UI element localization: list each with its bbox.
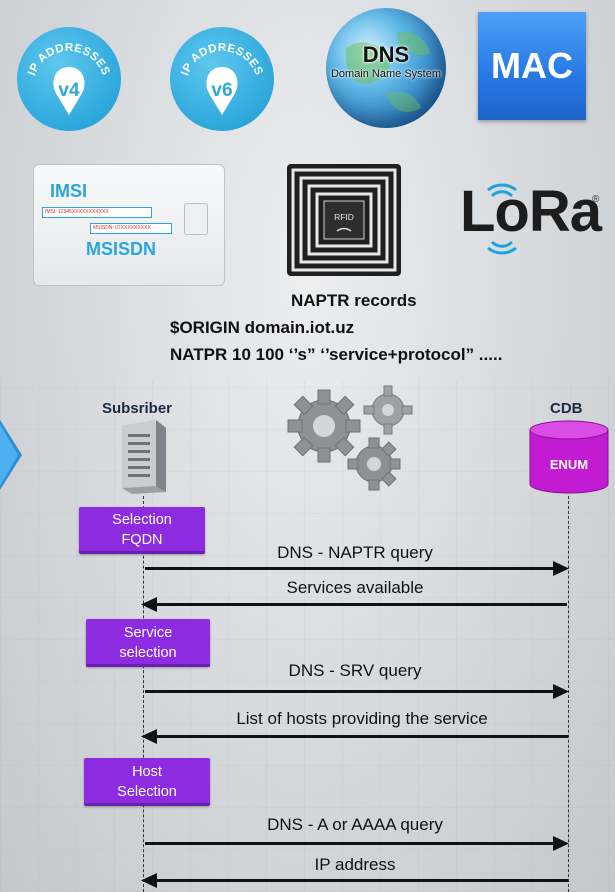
- ipv6-address-icon: IP ADDRESSES v6: [170, 27, 274, 131]
- step-line1: Selection: [112, 512, 172, 528]
- lora-text: LoRa: [460, 179, 602, 244]
- step-host-selection: Host Selection: [84, 758, 210, 806]
- step-line2: Selection: [117, 784, 177, 800]
- message-arrow-left: [154, 603, 567, 606]
- sim-msisdn-value: MSISDN: 07XXXXXXXXX: [90, 223, 172, 234]
- enum-database-icon: [529, 420, 609, 494]
- sim-msisdn-label: MSISDN: [86, 239, 157, 259]
- side-chevron-icon[interactable]: [0, 420, 22, 490]
- arrowhead-left-icon: [141, 597, 157, 612]
- step-line2: FQDN: [121, 532, 163, 548]
- ipv6-pin-text: v6: [211, 80, 233, 101]
- dns-title: DNS: [362, 42, 410, 67]
- sim-card-icon: IMSI IMSI: 12345XXXXXXXXXXX MSISDN: 07XX…: [33, 164, 225, 286]
- naptr-title: NAPTR records: [291, 291, 417, 310]
- message-label: IP address: [314, 855, 396, 874]
- message-label: DNS - SRV query: [288, 661, 422, 680]
- step-service-selection: Service selection: [86, 619, 210, 667]
- message-arrow-right: [145, 567, 557, 570]
- arrowhead-left-icon: [141, 873, 157, 888]
- naptr-record-line: NATPR 10 100 ‘’s” ‘’service+protocol” ..…: [170, 345, 503, 364]
- enum-label: ENUM: [549, 457, 589, 472]
- message-arrow-right: [145, 842, 557, 845]
- rfid-label: RFID: [334, 212, 354, 222]
- step-line1: Service: [123, 625, 173, 641]
- arrowhead-right-icon: [553, 561, 569, 576]
- subscriber-lifeline: [143, 496, 144, 892]
- message-arrow-left: [154, 735, 568, 738]
- message-arrow-left: [154, 879, 568, 882]
- message-arrow-right: [145, 690, 557, 693]
- rfid-tag-icon: RFID: [287, 164, 401, 276]
- arrowhead-left-icon: [141, 729, 157, 744]
- mac-label: MAC: [491, 45, 573, 86]
- message-label: DNS - A or AAAA query: [267, 815, 443, 834]
- lora-signal-icon: [487, 183, 517, 255]
- dns-globe-icon: DNS Domain Name System: [326, 8, 446, 128]
- cdb-lifeline: [568, 496, 569, 892]
- step-line2: selection: [119, 645, 177, 661]
- arrowhead-right-icon: [553, 836, 569, 851]
- sim-imsi-label: IMSI: [50, 181, 88, 201]
- lora-logo: LoRa ®: [460, 172, 610, 264]
- mac-address-icon: MAC: [478, 12, 586, 120]
- ipv4-address-icon: IP ADDRESSES v4: [17, 27, 121, 131]
- cdb-label: CDB: [550, 400, 583, 417]
- server-icon: [122, 420, 166, 494]
- sim-chip-slot: [184, 203, 208, 235]
- gears-icon: [287, 385, 413, 491]
- step-line1: Host: [132, 764, 162, 780]
- ipv4-pin-text: v4: [58, 80, 80, 101]
- naptr-origin-line: $ORIGIN domain.iot.uz: [170, 318, 355, 337]
- message-label: List of hosts providing the service: [236, 709, 488, 728]
- subscriber-label: Subsriber: [102, 400, 173, 417]
- dns-subtitle: Domain Name System: [330, 68, 442, 80]
- sim-imsi-value: IMSI: 12345XXXXXXXXXXX: [42, 207, 152, 218]
- step-selection-fqdn: Selection FQDN: [79, 507, 205, 554]
- arrowhead-right-icon: [553, 684, 569, 699]
- message-label: Services available: [286, 578, 424, 597]
- message-label: DNS - NAPTR query: [277, 543, 433, 562]
- lora-registered-mark: ®: [592, 194, 600, 205]
